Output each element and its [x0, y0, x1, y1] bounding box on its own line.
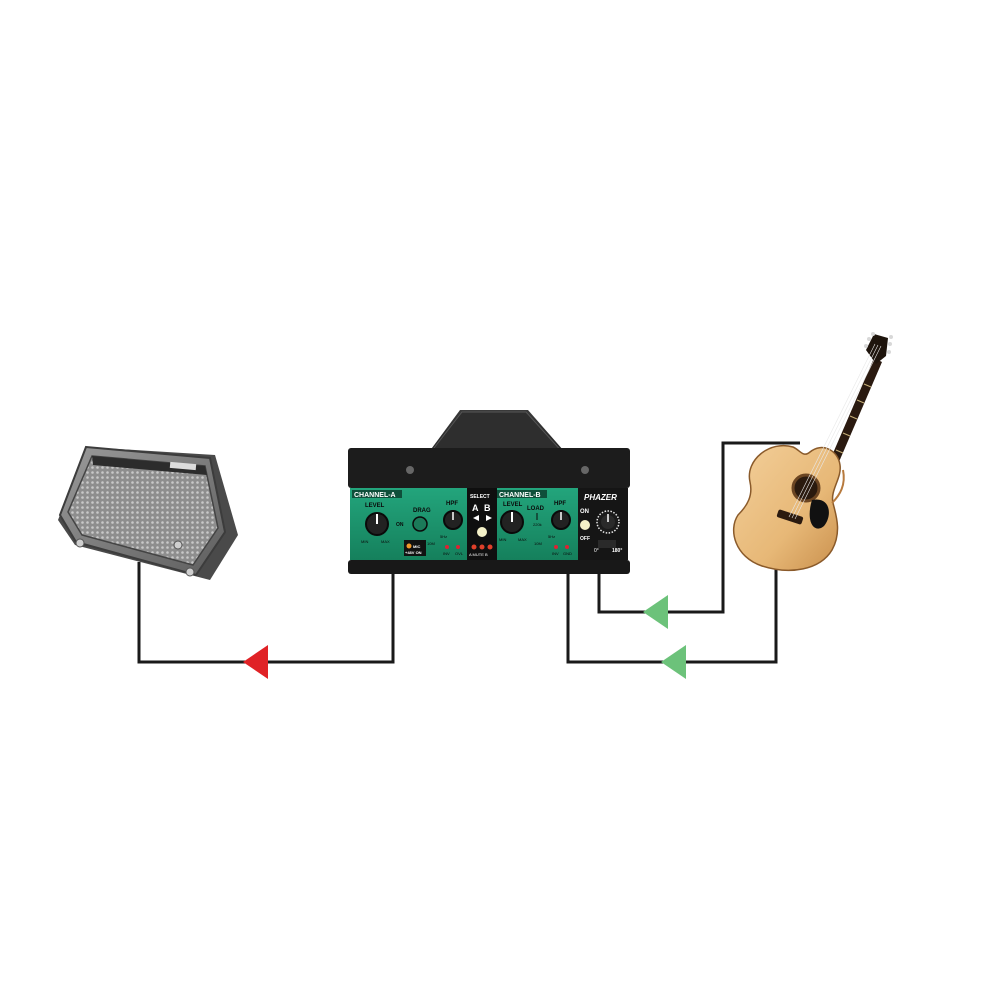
phazer-device: CHANNEL-A LEVEL MIN MAX DRAG ON 10M HPF … — [348, 410, 630, 574]
select-right-arrow-icon — [486, 515, 492, 521]
channel-a-switch-ovl: OVL — [455, 551, 464, 556]
channel-a-drag-label: DRAG — [413, 508, 431, 514]
signal-arrow-green-lower — [661, 645, 686, 679]
select-button[interactable] — [477, 527, 487, 537]
channel-a-drag-knob[interactable] — [412, 516, 428, 532]
channel-a-level-max: MAX — [381, 539, 390, 544]
channel-a-level-min: MIN — [361, 539, 368, 544]
channel-b-title: CHANNEL-B — [499, 492, 541, 499]
channel-b-switch-inv: INV — [552, 551, 559, 556]
signal-arrow-green-upper — [643, 595, 668, 629]
phase-on-button[interactable] — [580, 520, 590, 530]
channel-a-hpf-freq: 5Hz — [440, 534, 447, 539]
acoustic-guitar-icon — [733, 332, 893, 572]
select-a: A — [472, 503, 479, 513]
channel-a-switch-inv: INV — [443, 551, 450, 556]
channel-b-level-min: MIN — [499, 537, 506, 542]
phase-range-min: 0° — [594, 548, 599, 554]
channel-a-drag-value: 10M — [427, 541, 435, 546]
cable-input-a-from-guitar — [597, 441, 800, 614]
select-left-arrow-icon — [473, 515, 479, 521]
channel-a-title: CHANNEL-A — [354, 492, 396, 499]
phase-off-label: OFF — [580, 536, 590, 542]
channel-b-switch-gnd: GND — [563, 551, 572, 556]
mute-label: A MUTE B — [469, 552, 488, 557]
amplifier-icon — [58, 445, 238, 580]
channel-a-mic-label: MIC — [413, 544, 420, 549]
channel-b-load-max: 10M — [534, 541, 542, 546]
channel-a-hpf-label: HPF — [446, 501, 458, 507]
signal-arrow-red — [243, 645, 268, 679]
channel-a-phantom-label: +48V ON — [405, 550, 422, 555]
channel-b-load-label: LOAD — [527, 506, 545, 512]
channel-b-level-label: LEVEL — [503, 502, 523, 508]
phantom-led — [406, 543, 412, 549]
channel-b-load-value: 220k — [533, 522, 542, 527]
phase-on-label: ON — [580, 509, 589, 515]
channel-b-level-max: MAX — [518, 537, 527, 542]
select-b: B — [484, 503, 491, 513]
channel-a-level-label: LEVEL — [365, 503, 385, 509]
phase-range-max: 180° — [612, 548, 622, 554]
channel-a-drag-on: ON — [396, 522, 404, 528]
channel-b-hpf-label: HPF — [554, 501, 566, 507]
channel-b-hpf-freq: 5Hz — [548, 534, 555, 539]
select-label: SELECT — [470, 494, 490, 500]
brand-logo: PHAZER — [584, 493, 617, 502]
